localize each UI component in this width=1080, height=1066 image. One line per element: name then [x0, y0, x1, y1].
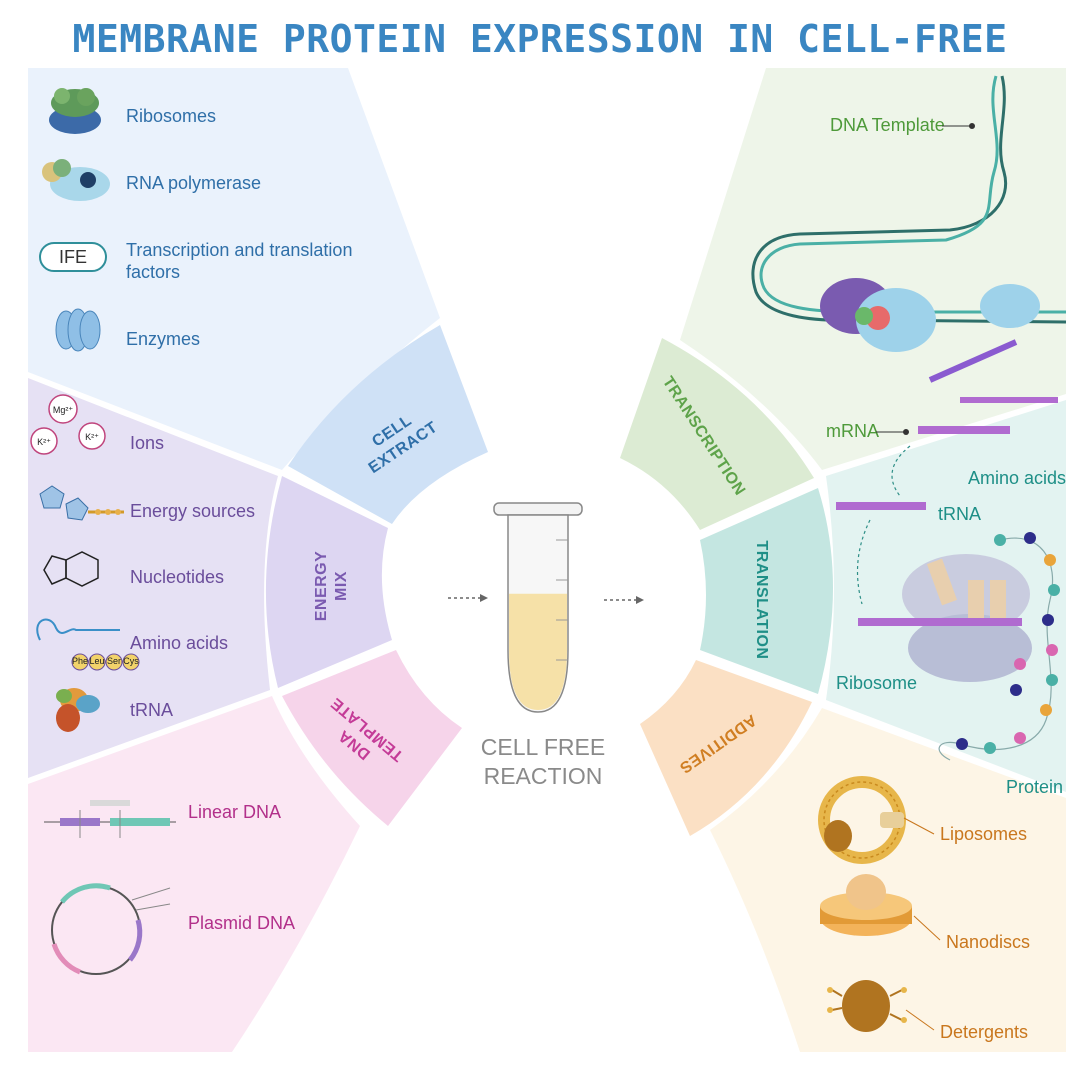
ribosome-complex: [902, 554, 1032, 682]
plasmid-dna-icon: [51, 883, 171, 975]
flow-arrow: [891, 445, 911, 497]
trna-icon: [56, 688, 100, 732]
translation-wedge: [700, 488, 833, 694]
dna-helix: [751, 75, 1067, 324]
additives-panel: [710, 708, 1066, 1052]
energy-source-icon: [39, 485, 124, 521]
nanodiscs-pointer: [913, 915, 941, 941]
ribosome-icon: [49, 88, 101, 134]
nascent-mrna: [928, 339, 1058, 403]
polypeptide-chain: [938, 532, 1060, 761]
linear-dna-icon: [44, 800, 176, 838]
svg-text:Phe: Phe: [72, 656, 88, 666]
nucleotides-label: Nucleotides: [130, 567, 224, 587]
ribosome-right-label: Ribosome: [836, 673, 917, 693]
left-panels: [28, 68, 440, 1052]
detergents-label: Detergents: [940, 1022, 1028, 1042]
detergents-pointer: [905, 1009, 935, 1031]
right-panels: [680, 68, 1066, 1052]
energy-mix-panel: [28, 378, 278, 778]
nanodiscs-label: Nanodiscs: [946, 932, 1030, 952]
center-label-line2: REACTION: [484, 763, 603, 789]
trna-label: tRNA: [130, 700, 173, 720]
nanodisc-icon: [820, 874, 912, 936]
center-label-line1: CELL FREE: [481, 734, 605, 760]
liposomes-pointer: [903, 817, 935, 835]
svg-text:ENERGY: ENERGY: [313, 551, 330, 622]
nucleotide-icon: [43, 551, 99, 587]
energy-mix-wedge: [265, 476, 392, 688]
amino-acids-right-label: Amino acids: [968, 468, 1066, 488]
dna-template-pointer-dot: [969, 123, 975, 129]
mrna-label: mRNA: [826, 421, 879, 441]
svg-text:K²⁺: K²⁺: [85, 432, 99, 442]
k-ion-icon: [78, 422, 106, 450]
dna-template-label: DNA Template: [830, 115, 945, 135]
enzyme-icon: [55, 308, 101, 352]
tube-cap: [493, 502, 583, 516]
translation-wedge-label: TRANSLATION: [753, 541, 770, 660]
dna-template-panel: [28, 696, 360, 1052]
tx-factors-label-line1: Transcription and translation: [126, 240, 352, 260]
amino-acids-label: Amino acids: [130, 633, 228, 653]
plasmid-dna-label: Plasmid DNA: [188, 913, 295, 933]
transcription-panel: [680, 68, 1066, 470]
svg-text:TRANSLATION: TRANSLATION: [753, 541, 770, 660]
ion-badges: Mg²⁺ K²⁺ K²⁺: [30, 394, 106, 455]
trna-right-label: tRNA: [938, 504, 981, 524]
energy-sources-label: Energy sources: [130, 501, 255, 521]
liposomes-label: Liposomes: [940, 824, 1027, 844]
svg-text:Cys: Cys: [123, 656, 139, 666]
mg-ion-icon: [48, 394, 78, 424]
svg-text:Ser: Ser: [107, 656, 121, 666]
svg-text:Leu: Leu: [89, 656, 104, 666]
enzymes-label: Enzymes: [126, 329, 200, 349]
tx-factors-label-line2: factors: [126, 262, 180, 282]
left-wedges: [265, 325, 488, 826]
flow-arrow: [856, 519, 871, 605]
right-wedges: [620, 338, 833, 836]
dna-template-wedge: [282, 650, 462, 826]
ions-label: Ions: [130, 433, 164, 453]
right-arrow: [604, 596, 644, 604]
ribosomes-label: Ribosomes: [126, 106, 216, 126]
svg-text:MIX: MIX: [333, 571, 350, 601]
mrna-pointer-dot: [903, 429, 909, 435]
rna-polymerase-complex: [820, 278, 1040, 352]
protein-label: Protein: [1006, 777, 1063, 797]
cell-extract-panel: [28, 68, 440, 470]
cell-extract-wedge: [288, 325, 488, 524]
reaction-tube: [493, 502, 583, 713]
tube-liquid: [509, 593, 567, 710]
linear-dna-label: Linear DNA: [188, 802, 281, 822]
energy-mix-wedge-label: ENERGY MIX: [313, 551, 350, 622]
rna-polymerase-icon: [42, 159, 110, 201]
additives-wedge: [640, 660, 812, 836]
amino-acid-bead-labels: Phe Leu Ser Cys: [72, 656, 139, 666]
rna-polymerase-label: RNA polymerase: [126, 173, 261, 193]
amino-acid-chain-icon: [36, 618, 140, 671]
liposome-icon: [818, 776, 906, 864]
ife-badge: [39, 242, 107, 272]
k-ion-icon: [30, 427, 58, 455]
svg-text:Mg²⁺: Mg²⁺: [53, 405, 73, 415]
ife-badge-text: IFE: [59, 247, 87, 267]
left-arrow: [448, 594, 488, 602]
detergent-icon: [827, 980, 907, 1032]
svg-text:K²⁺: K²⁺: [37, 437, 51, 447]
transcription-wedge: [620, 338, 814, 530]
page-title: MEMBRANE PROTEIN EXPRESSION IN CELL-FREE: [72, 17, 1007, 61]
